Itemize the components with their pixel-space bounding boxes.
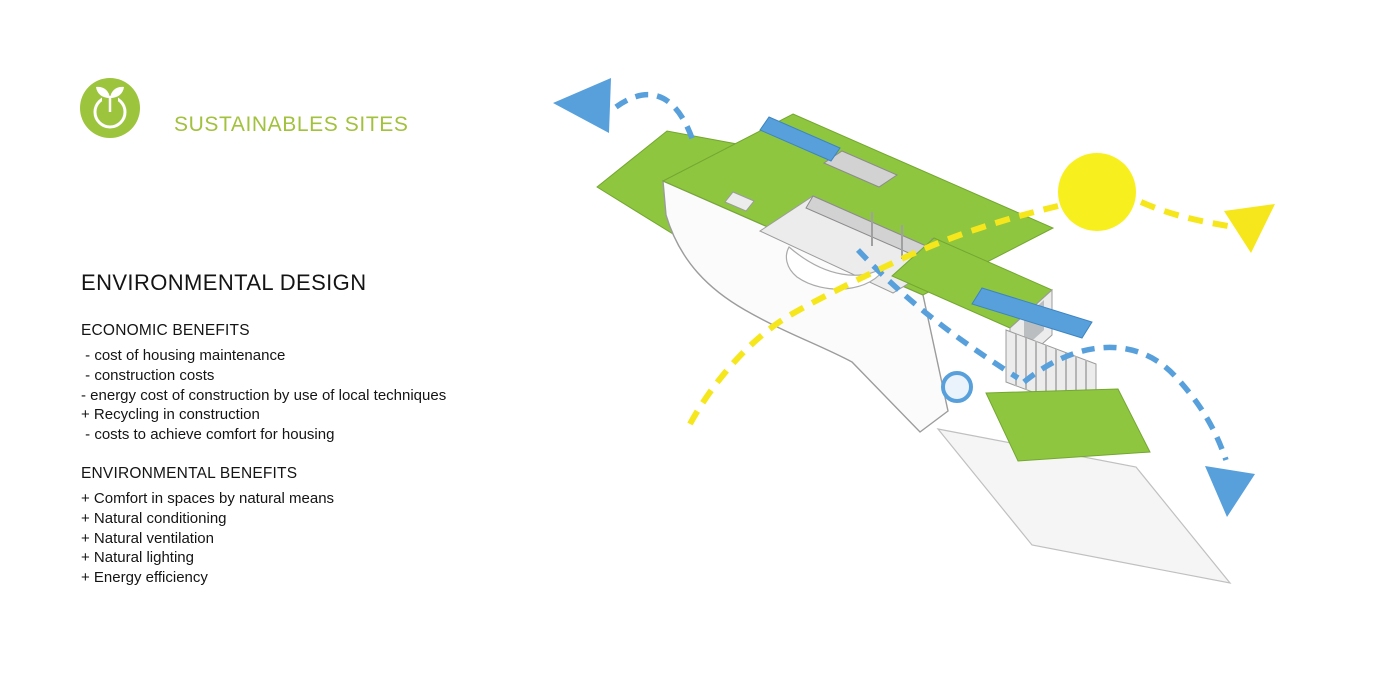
environmental-benefits-list: + Comfort in spaces by natural means + N… [81,489,501,588]
spiral-stair-icon [941,371,973,403]
terrace-lawn-shape [985,388,1151,462]
economic-benefits-title: ECONOMIC BENEFITS [81,322,250,339]
section-heading: ENVIRONMENTAL DESIGN [81,270,367,295]
slide-title: SUSTAINABLES SITES [174,113,409,136]
environmental-benefits-group: ENVIRONMENTAL BENEFITS + Comfort in spac… [81,465,501,588]
benefit-item: - energy cost of construction by use of … [81,386,447,404]
sun-path-arrowhead-icon [1224,204,1275,253]
text-panel: ENVIRONMENTAL DESIGN ECONOMIC BENEFITS -… [81,270,501,608]
economic-benefits-list: - cost of housing maintenance - construc… [81,346,501,445]
sprout-leaf-left [96,86,110,98]
terrace-pool-shape [971,287,1093,339]
rooftop-pool-shape [759,116,841,162]
sustainability-logo [78,76,142,140]
economic-benefits-group: ECONOMIC BENEFITS - cost of housing main… [81,322,501,445]
sun-path-arrow [687,203,1059,426]
benefit-item: - cost of housing maintenance [81,347,286,364]
wind-out-arrowhead-icon [1205,466,1255,517]
sun-icon [1058,153,1136,231]
environmental-benefits-title: ENVIRONMENTAL BENEFITS [81,464,298,482]
benefit-item: - costs to achieve comfort for housing [81,426,335,444]
building-facade-shape [662,179,949,433]
skylight-shape [724,191,755,212]
benefit-item: + Natural lighting [81,549,194,567]
wind-through-arrow [855,248,1020,381]
benefit-item: + Natural conditioning [81,509,227,527]
wind-in-arrow [614,91,696,142]
benefit-item: + Recycling in construction [81,406,260,424]
sun-exit-arrow [1139,199,1235,230]
sprout-leaf-right [110,86,124,98]
wind-out-arrow [1022,344,1229,461]
benefit-item: + Comfort in spaces by natural means [81,489,335,507]
benefit-item: - construction costs [81,366,215,384]
benefit-item: + Natural ventilation [81,529,214,547]
wind-in-arrowhead-icon [553,78,611,133]
sprout-in-circle-icon [80,78,140,138]
benefit-item: + Energy efficiency [81,569,208,587]
